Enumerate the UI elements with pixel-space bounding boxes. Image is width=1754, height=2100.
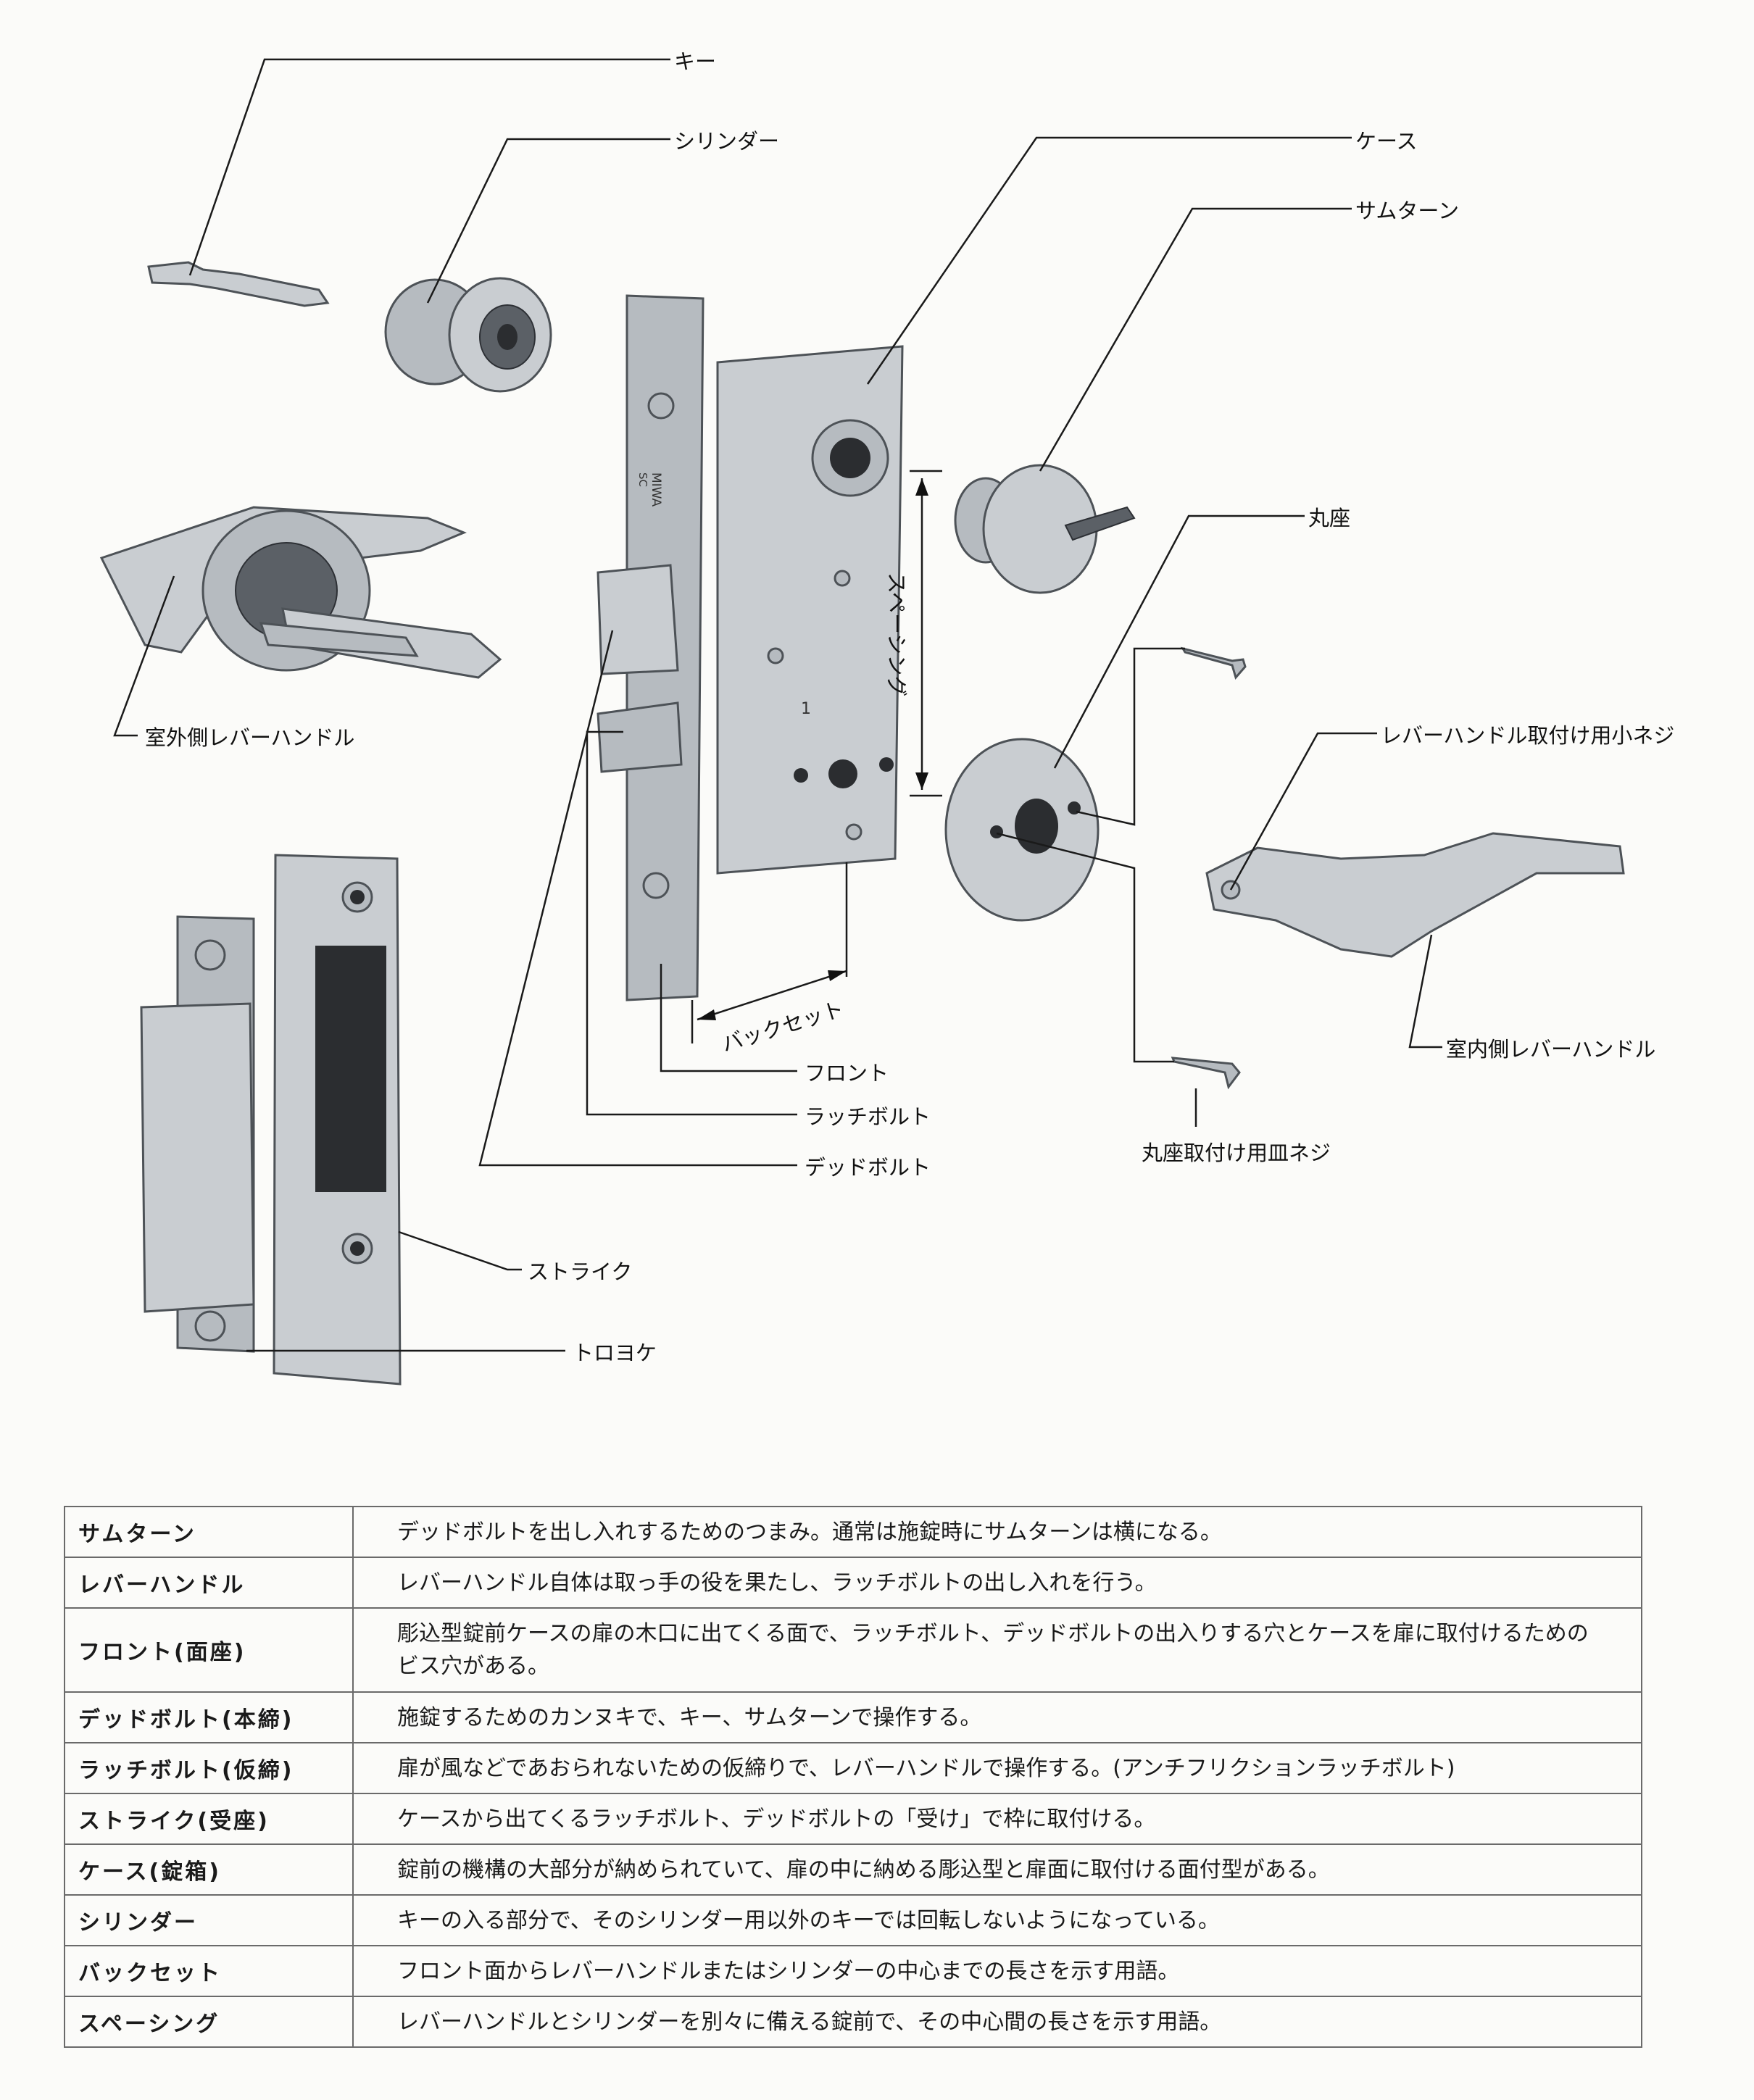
label-front: フロント <box>805 1061 889 1086</box>
label-rose: 丸座 <box>1308 506 1351 530</box>
leader-key <box>188 58 670 276</box>
cylinder-part <box>384 277 552 393</box>
glossary-term: デッドボルト(本締) <box>64 1691 354 1743</box>
diagram-artwork: MIWA SC 1 <box>99 58 1625 1386</box>
glossary-row: ラッチボルト(仮締) 扉が風などであおられないための仮締りで、レバーハンドルで操… <box>64 1742 1642 1794</box>
glossary-row: ケース(錠箱) 錠前の機構の大部分が納められていて、扉の中に納める彫込型と扉面に… <box>64 1843 1642 1896</box>
glossary-term: シリンダー <box>64 1894 354 1946</box>
glossary-term: レバーハンドル <box>64 1557 354 1609</box>
thumbturn-part <box>954 464 1136 594</box>
glossary-row: サムターン デッドボルトを出し入れするためのつまみ。通常は施錠時にサムターンは横… <box>64 1506 1642 1558</box>
leader-front <box>660 964 797 1072</box>
glossary-description: フロント面からレバーハンドルまたはシリンダーの中心までの長さを示す用語。 <box>352 1945 1642 1997</box>
label-thumbturn: サムターン <box>1355 199 1459 223</box>
glossary-description: レバーハンドルとシリンダーを別々に備える錠前で、その中心間の長さを示す用語。 <box>352 1996 1642 2048</box>
glossary-description: 扉が風などであおられないための仮締りで、レバーハンドルで操作する。(アンチフリク… <box>352 1742 1642 1794</box>
glossary-description: 錠前の機構の大部分が納められていて、扉の中に納める彫込型と扉面に取付ける面付型が… <box>352 1843 1642 1896</box>
label-trokeke: トロヨケ <box>573 1341 657 1365</box>
glossary-row: シリンダー キーの入る部分で、そのシリンダー用以外のキーでは回転しないようになっ… <box>64 1894 1642 1946</box>
lock-case-part: MIWA SC 1 <box>597 294 904 1001</box>
glossary-table: サムターン デッドボルトを出し入れするためのつまみ。通常は施錠時にサムターンは横… <box>64 1506 1642 2048</box>
case-mark: 1 <box>801 700 811 718</box>
rose-part <box>944 738 1100 922</box>
brand-mark: MIWA <box>649 472 663 507</box>
glossary-term: バックセット <box>64 1945 354 1997</box>
leader-cylinder <box>426 138 670 304</box>
label-strike: ストライク <box>528 1259 633 1284</box>
glossary-term: ケース(錠箱) <box>64 1843 354 1896</box>
leader-inside-lever <box>1408 934 1442 1049</box>
glossary-description: デッドボルトを出し入れするためのつまみ。通常は施錠時にサムターンは横になる。 <box>352 1506 1642 1558</box>
lever-screw-part <box>1180 646 1247 680</box>
label-latchbolt: ラッチボルト <box>805 1104 931 1129</box>
glossary-term: ストライク(受座) <box>64 1793 354 1845</box>
label-spacing: スペーシング <box>884 572 909 697</box>
backset-dimension-line <box>697 970 847 1021</box>
label-outside-lever: 室外側レバーハンドル <box>145 725 355 750</box>
outside-lever-part <box>99 506 502 679</box>
glossary-term: ラッチボルト(仮締) <box>64 1742 354 1794</box>
glossary-term: スペーシング <box>64 1996 354 2048</box>
label-cylinder: シリンダー <box>674 129 780 154</box>
strike-part <box>140 854 402 1386</box>
leader-case <box>866 136 1352 385</box>
label-inside-lever: 室内側レバーハンドル <box>1446 1037 1656 1062</box>
glossary-description: キーの入る部分で、そのシリンダー用以外のキーでは回転しないようになっている。 <box>352 1894 1642 1946</box>
label-case: ケース <box>1355 129 1418 154</box>
leader-rose-screw-bottom <box>996 832 1174 1063</box>
leader-strike <box>398 1230 522 1271</box>
label-deadbolt: デッドボルト <box>805 1155 931 1180</box>
glossary-row: レバーハンドル レバーハンドル自体は取っ手の役を果たし、ラッチボルトの出し入れを… <box>64 1557 1642 1609</box>
key-part <box>147 261 330 307</box>
inside-lever-part <box>1205 832 1625 958</box>
leader-deadbolt <box>478 630 797 1167</box>
glossary-description: レバーハンドル自体は取っ手の役を果たし、ラッチボルトの出し入れを行う。 <box>352 1557 1642 1609</box>
leader-rose-screw-top <box>1076 647 1185 826</box>
glossary-description: ケースから出てくるラッチボルト、デッドボルトの「受け」で枠に取付ける。 <box>352 1793 1642 1845</box>
leader-rose <box>1053 514 1305 769</box>
label-key: キー <box>674 49 717 74</box>
leader-latchbolt <box>586 730 797 1116</box>
glossary-term: サムターン <box>64 1506 354 1558</box>
glossary-description: 彫込型錠前ケースの扉の木口に出てくる面で、ラッチボルト、デッドボルトの出入りする… <box>352 1607 1642 1693</box>
glossary-row: バックセット フロント面からレバーハンドルまたはシリンダーの中心までの長さを示す… <box>64 1945 1642 1997</box>
glossary-description: 施錠するためのカンヌキで、キー、サムターンで操作する。 <box>352 1691 1642 1743</box>
glossary-row: ストライク(受座) ケースから出てくるラッチボルト、デッドボルトの「受け」で枠に… <box>64 1793 1642 1845</box>
glossary-row: フロント(面座) 彫込型錠前ケースの扉の木口に出てくる面で、ラッチボルト、デッド… <box>64 1607 1642 1693</box>
exploded-lock-diagram: MIWA SC 1 <box>99 49 1675 1386</box>
leader-lever-screw <box>1229 732 1377 891</box>
label-rose-screw: 丸座取付け用皿ネジ <box>1142 1141 1331 1165</box>
brand-sub-mark: SC <box>636 472 649 487</box>
glossary-term: フロント(面座) <box>64 1607 354 1693</box>
glossary-row: デッドボルト(本締) 施錠するためのカンヌキで、キー、サムターンで操作する。 <box>64 1691 1642 1743</box>
label-lever-screw: レバーハンドル取付け用小ネジ <box>1381 723 1675 748</box>
leader-outside-lever <box>113 575 175 737</box>
rose-screw-part <box>1171 1057 1241 1090</box>
glossary-row: スペーシング レバーハンドルとシリンダーを別々に備える錠前で、その中心間の長さを… <box>64 1996 1642 2048</box>
leader-thumbturn <box>1039 207 1352 472</box>
